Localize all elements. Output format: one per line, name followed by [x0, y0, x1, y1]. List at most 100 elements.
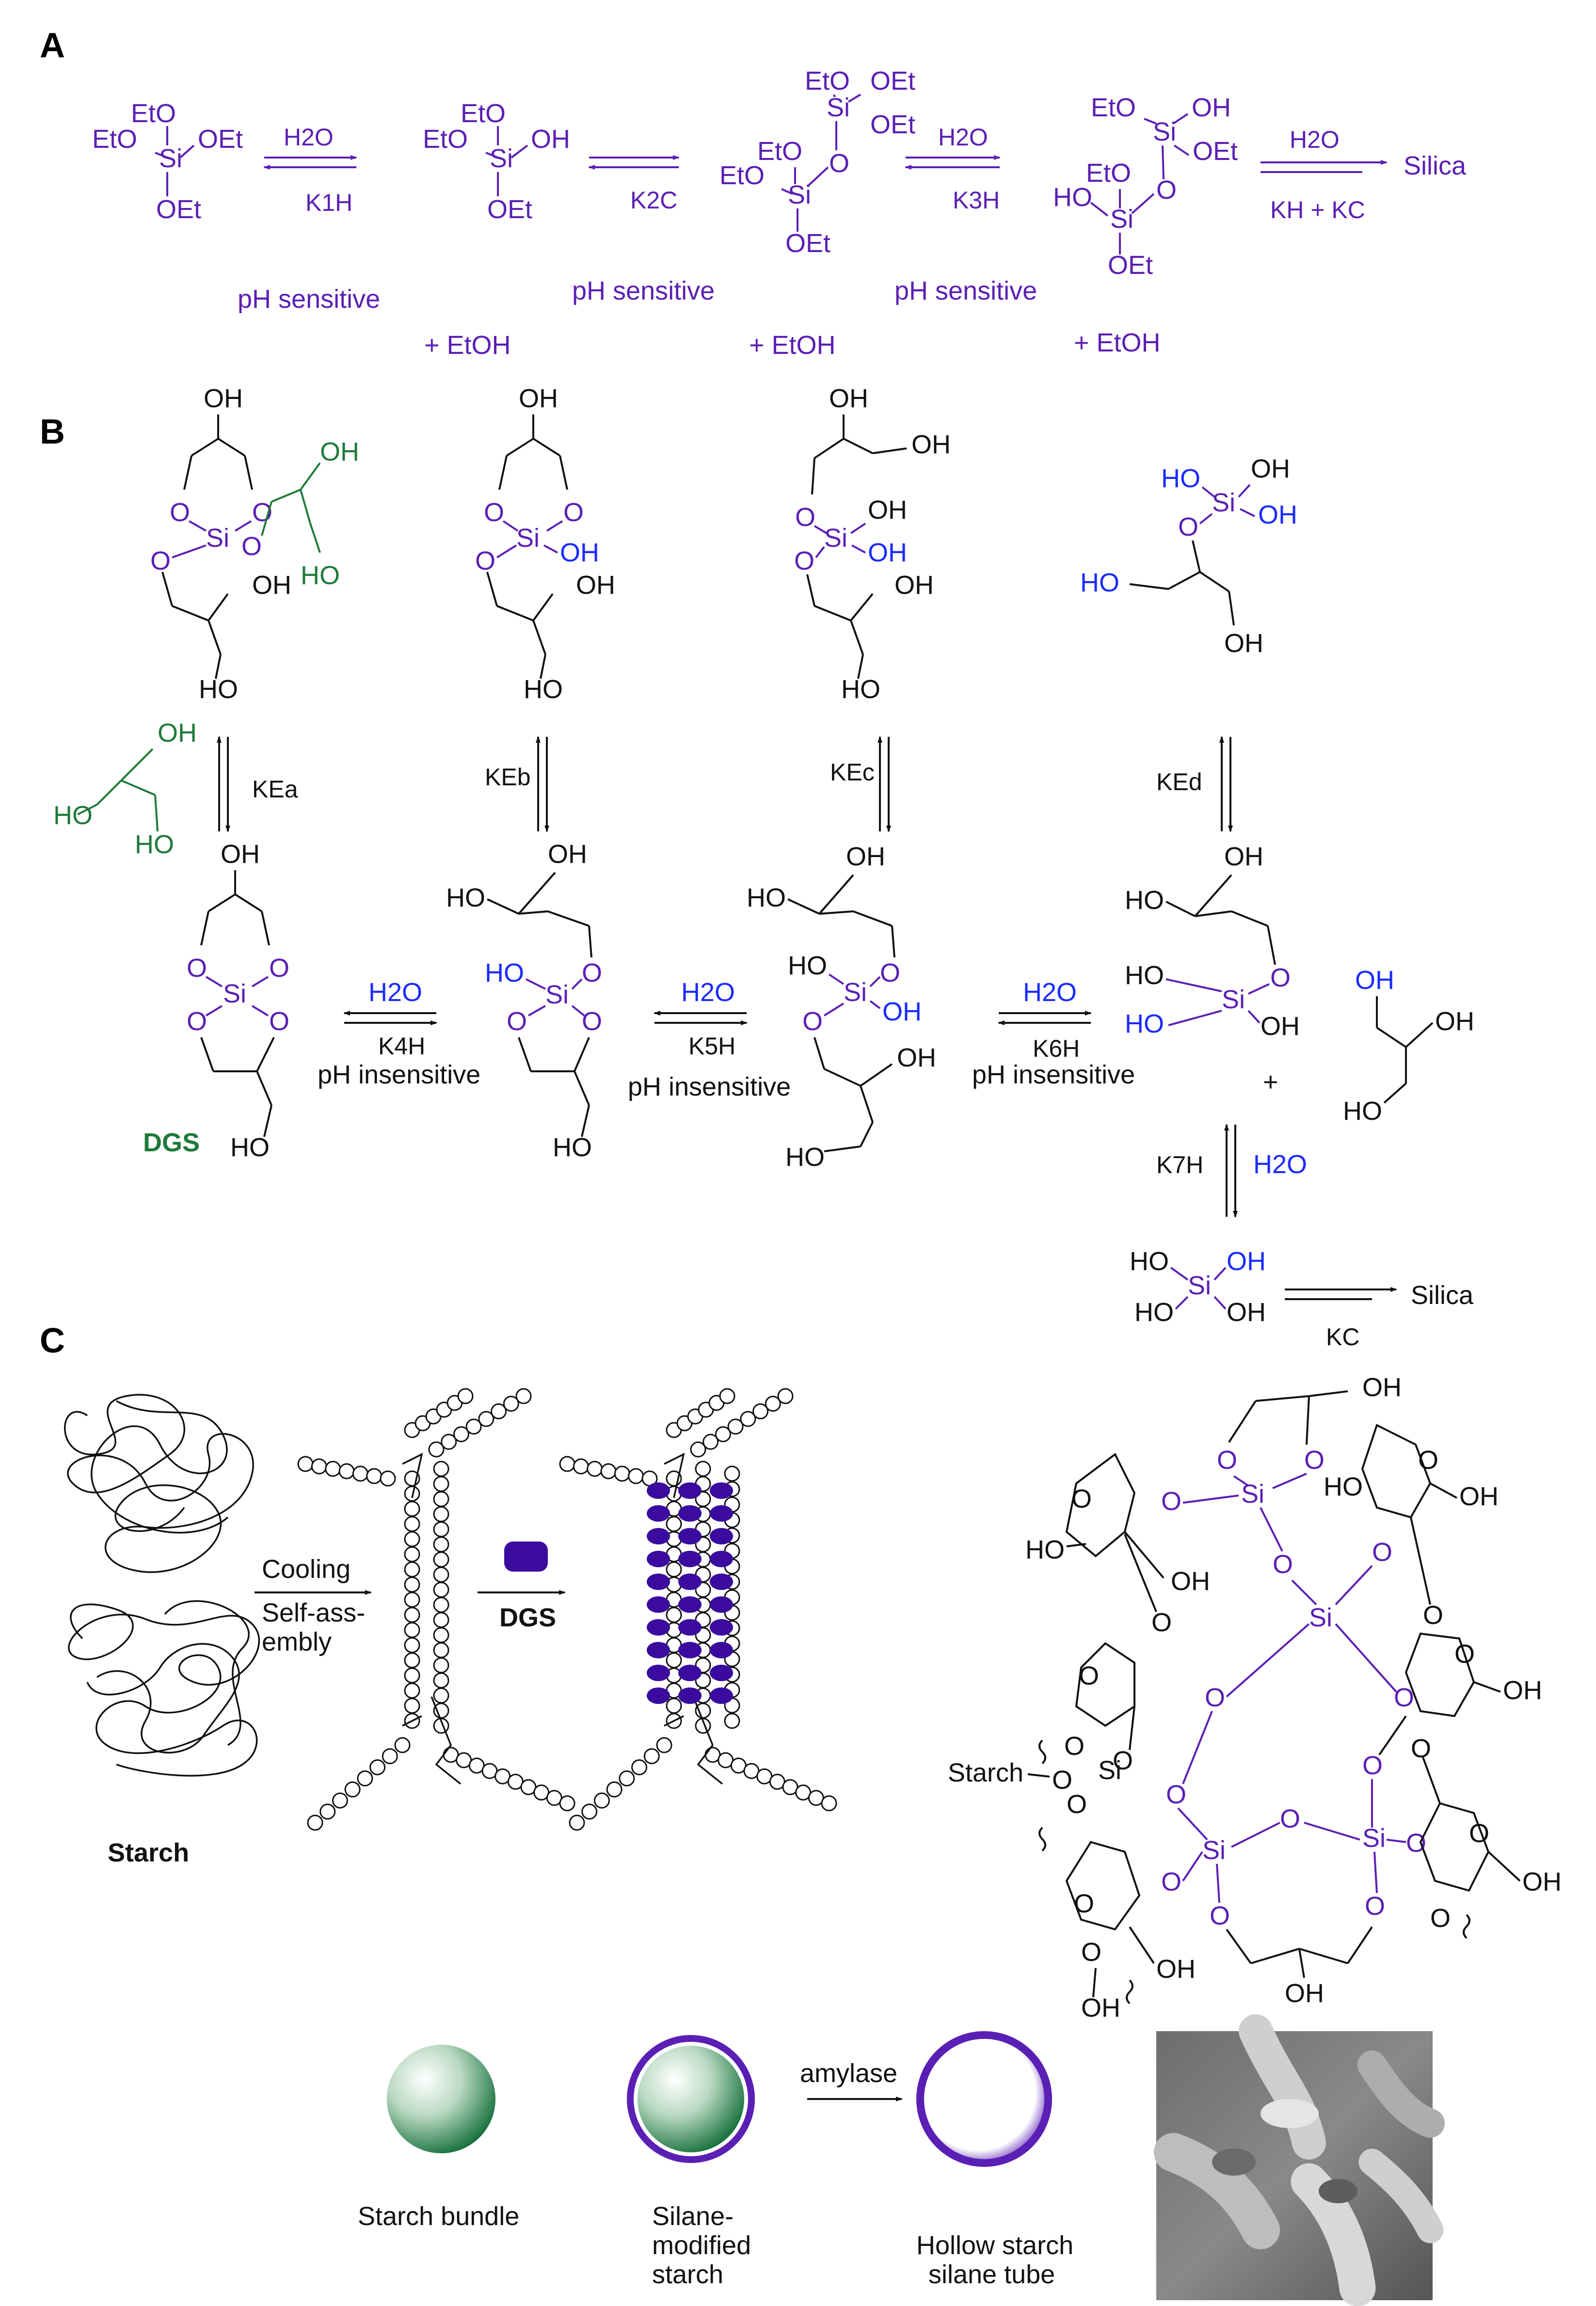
c-o-top-3: O: [1161, 1487, 1181, 1516]
c-starch-label: Starch: [108, 1838, 189, 1867]
c-oh-lower-gly: OH: [1285, 1979, 1324, 2008]
c-ring6-o: O: [1469, 1819, 1489, 1848]
c-o-top-2: O: [1304, 1446, 1325, 1475]
c-silane-label-3: starch: [652, 2260, 723, 2289]
b-bottom-molecule-4: OH HO HO O Si HO OH +: [1125, 842, 1300, 1097]
b6-o-2: O: [507, 1007, 527, 1036]
b7-oh-mid: OH: [897, 1043, 936, 1072]
b3-oh-mid: OH: [894, 571, 934, 600]
b-free-glycerol: OH HO HO: [53, 718, 197, 859]
c-ring3-oh: OH: [1503, 1676, 1542, 1705]
c-self-assembly-1: Self-ass-: [262, 1598, 365, 1627]
c-amylase-arrow: amylase: [800, 2059, 903, 2101]
a4-eto-2: EtO: [1086, 159, 1131, 188]
b-h2o-7: H2O: [1253, 1150, 1307, 1179]
b7-o-1: O: [880, 958, 900, 987]
c-ring5-oh-2: OH: [1081, 1993, 1120, 2022]
a4-eto-1: EtO: [1091, 93, 1136, 122]
c-ring1-o: O: [1071, 1484, 1092, 1513]
panel-label-b: B: [40, 413, 65, 451]
c-dgs-pellet-icon: [504, 1542, 548, 1572]
a-plus-etoh-3: + EtOH: [1074, 328, 1161, 357]
b9-oh-right: OH: [1435, 1007, 1474, 1036]
b4-si: Si: [1212, 488, 1235, 517]
c-si-center: Si: [1309, 1603, 1332, 1632]
b5-o-1: O: [187, 954, 207, 983]
b-glycerol-ho-2: HO: [135, 830, 174, 859]
b3-o-1: O: [795, 503, 815, 532]
c-cooling-label: Cooling: [262, 1555, 351, 1584]
a2-oet-bottom: OEt: [487, 195, 532, 224]
b5-si: Si: [223, 979, 246, 1008]
a-plus-etoh-1: + EtOH: [424, 331, 511, 360]
a1-oet-bottom: OEt: [156, 195, 201, 224]
c-starch-si-label: Starch: [948, 1758, 1023, 1787]
b6-si: Si: [545, 980, 569, 1009]
a4-ho: HO: [1053, 183, 1092, 212]
c-ring2-oh: OH: [1459, 1482, 1499, 1511]
a-ph-sensitive-2: pH sensitive: [572, 276, 715, 305]
b-k7h: K7H: [1156, 1151, 1203, 1178]
c-o-center-2: O: [1205, 1683, 1225, 1712]
a4-oet-bottom: OEt: [1108, 251, 1153, 280]
b8-o: O: [1270, 963, 1291, 992]
c-ring4-o-link: O: [1113, 1746, 1133, 1775]
b-k4h: K4H: [378, 1033, 425, 1060]
b-equilibrium-5h: H2O K5H pH insensitive: [628, 978, 791, 1101]
b1-o-1: O: [170, 498, 190, 527]
b-top-molecule-2: OH O O Si OH O OH HO: [475, 384, 615, 704]
c-ring3-o: O: [1454, 1639, 1475, 1669]
b1-si: Si: [206, 524, 229, 553]
b7-o-2: O: [802, 1007, 823, 1036]
c-o-low-2: O: [1210, 1901, 1230, 1930]
a-k1h: K1H: [305, 189, 352, 216]
a3-oet-bottom: OEt: [785, 229, 830, 258]
b-silica: Silica: [1411, 1281, 1474, 1310]
b4-ho-top: HO: [1161, 464, 1200, 493]
b8-ho-1: HO: [1125, 961, 1164, 990]
b9-ho-bottom: HO: [1343, 1097, 1382, 1126]
a3-oet-2: OEt: [870, 110, 915, 139]
a1-eto-left: EtO: [92, 125, 137, 154]
b8-ho-2: HO: [1125, 1009, 1164, 1038]
b8-oh: OH: [1261, 1012, 1300, 1041]
b2-o-3: O: [475, 546, 495, 575]
b10-ho-2: HO: [1134, 1298, 1174, 1327]
b-kc: KC: [1326, 1323, 1359, 1351]
b7-si: Si: [844, 978, 867, 1007]
b6-o-3: O: [582, 1007, 602, 1036]
b10-oh-2: OH: [1227, 1298, 1266, 1327]
b4-ho-left: HO: [1080, 568, 1119, 597]
c-hollow-label-1: Hollow starch: [916, 2231, 1073, 2260]
b-k5h: K5H: [688, 1033, 735, 1060]
b-equilibrium-6h: H2O K6H pH insensitive: [972, 978, 1135, 1089]
b-equilibrium-7h: K7H H2O: [1156, 1124, 1307, 1218]
a-silanol-molecule: EtO EtO Si OH OEt: [423, 99, 570, 224]
c-ring5-o-2: O: [1081, 1938, 1101, 1967]
b1-ho-bottom: HO: [199, 675, 238, 704]
c-amylase-label: amylase: [800, 2059, 897, 2088]
b3-ho-bottom: HO: [841, 675, 880, 704]
b10-oh-1: OH: [1227, 1247, 1266, 1276]
a2-oh-right: OH: [531, 125, 570, 154]
a-equilibrium-arrow-3: H2O K3H: [905, 124, 1001, 214]
b1-green-ho: HO: [301, 561, 340, 590]
b-h2o-5: H2O: [681, 978, 735, 1007]
b3-o-2: O: [794, 546, 814, 575]
b4-oh-bottom: OH: [1224, 629, 1263, 658]
b-silicic-acid: HO OH Si HO OH: [1130, 1247, 1266, 1327]
b1-oh-mid: OH: [252, 571, 291, 600]
a4-si-1: Si: [1153, 117, 1176, 146]
c-ring1-oh: OH: [1171, 1567, 1210, 1596]
c-o-top-1: O: [1217, 1446, 1237, 1475]
a4-oet-1: OEt: [1193, 137, 1238, 166]
b-dgs-molecule: OH O O Si O O HO DGS: [143, 840, 289, 1162]
c-cooling-arrow: Cooling Self-ass- embly: [255, 1555, 372, 1656]
b-final-arrow: KC Silica: [1285, 1281, 1474, 1351]
a4-o-bridge: O: [1156, 175, 1177, 205]
a-kh-kc: KH + KC: [1270, 196, 1365, 223]
a3-oet-1: OEt: [870, 66, 915, 95]
a-silica: Silica: [1404, 151, 1467, 180]
b-top-molecule-3: OH OH O Si OH OH O OH HO: [794, 384, 951, 704]
